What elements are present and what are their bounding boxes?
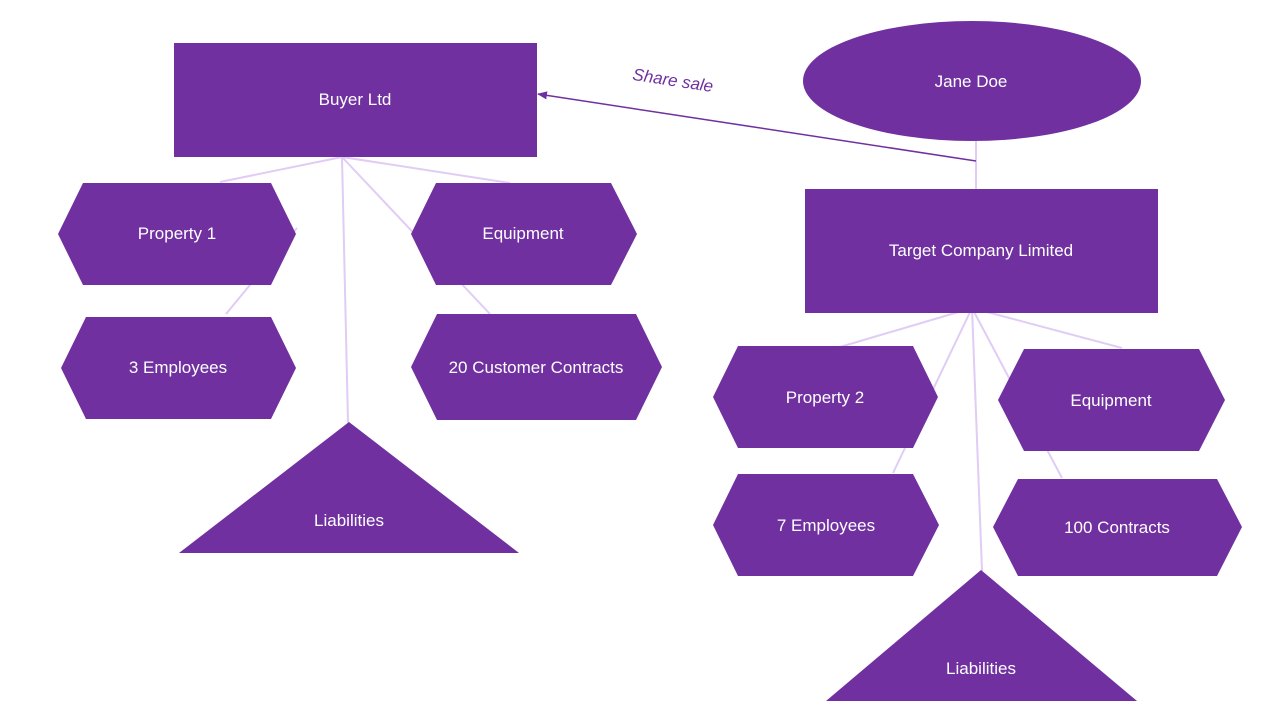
share-sale-arrow bbox=[537, 91, 977, 162]
target-company-label: Target Company Limited bbox=[889, 241, 1073, 260]
target-equipment-shape: Equipment bbox=[998, 349, 1225, 451]
7-employees-shape: 7 Employees bbox=[713, 474, 939, 576]
3-employees-label: 3 Employees bbox=[129, 358, 227, 377]
buyer-equipment-label: Equipment bbox=[482, 224, 564, 243]
property-1-shape: Property 1 bbox=[58, 183, 296, 285]
property-2-shape: Property 2 bbox=[713, 346, 938, 448]
connector-target-property bbox=[839, 307, 973, 348]
target-equipment-label: Equipment bbox=[1070, 391, 1152, 410]
buyer-equipment-shape: Equipment bbox=[411, 183, 637, 285]
buyer-liabilities-triangle: Liabilities bbox=[179, 422, 519, 553]
target-liabilities-label: Liabilities bbox=[946, 659, 1016, 678]
3-employees-shape: 3 Employees bbox=[61, 317, 296, 419]
target-liabilities-triangle: Liabilities bbox=[826, 570, 1137, 701]
100-contracts-label: 100 Contracts bbox=[1064, 518, 1170, 537]
connector-target-equipment bbox=[971, 307, 1123, 349]
buyer-ltd-box: Buyer Ltd bbox=[174, 43, 537, 157]
jane-doe-label: Jane Doe bbox=[935, 72, 1008, 91]
connector-target-liabilities bbox=[971, 307, 983, 572]
20-customer-contracts-shape: 20 Customer Contracts bbox=[411, 314, 662, 420]
buyer-ltd-label: Buyer Ltd bbox=[319, 90, 392, 109]
100-contracts-shape: 100 Contracts bbox=[993, 479, 1242, 576]
property-1-label: Property 1 bbox=[138, 224, 216, 243]
share-sale-label: Share sale bbox=[631, 65, 714, 96]
buyer-liabilities-label: Liabilities bbox=[314, 511, 384, 530]
connector-buyer-property bbox=[219, 156, 343, 183]
connector-buyer-equipment bbox=[341, 156, 511, 184]
property-2-label: Property 2 bbox=[786, 388, 864, 407]
connector-buyer-liabilities bbox=[341, 156, 349, 424]
20-customer-contracts-label: 20 Customer Contracts bbox=[449, 358, 624, 377]
target-company-box: Target Company Limited bbox=[805, 189, 1158, 313]
jane-doe-ellipse: Jane Doe bbox=[803, 21, 1141, 141]
7-employees-label: 7 Employees bbox=[777, 516, 875, 535]
